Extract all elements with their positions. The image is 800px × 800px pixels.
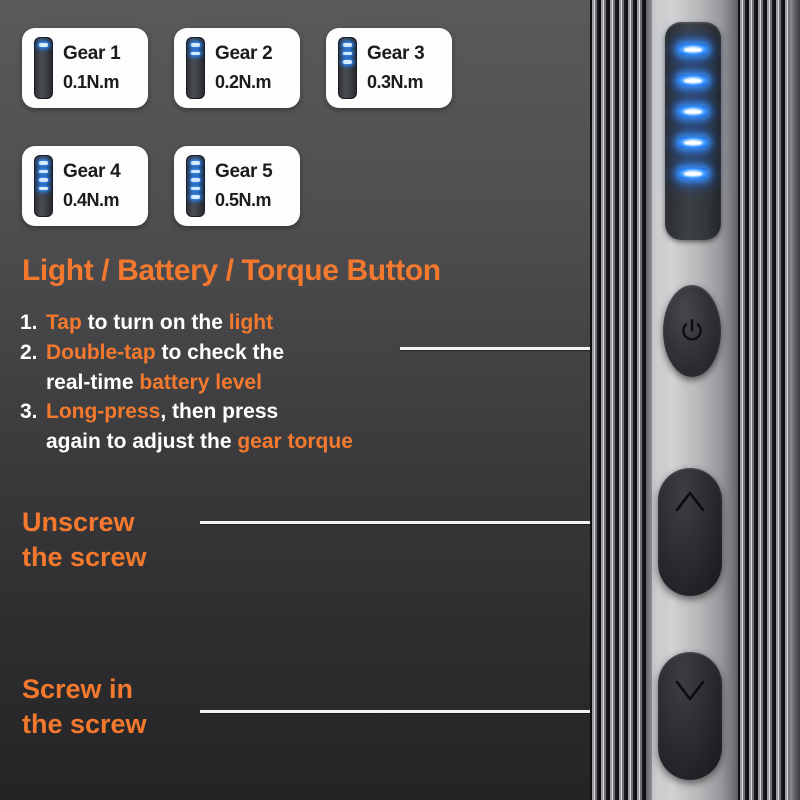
torque-indicator-icon [186, 37, 205, 99]
step-text: real-time [46, 370, 140, 394]
gear-card-led [39, 169, 48, 173]
device-ridges-right [738, 0, 790, 800]
battery-torque-led [678, 44, 708, 55]
callout-screw-in-line2: the screw [22, 708, 147, 739]
step-continuation: again to adjust the gear torque [20, 427, 440, 457]
gear-card-torque: 0.1N.m [63, 72, 120, 92]
gear-card-led [191, 195, 200, 199]
power-button[interactable] [663, 285, 721, 377]
gear-card-led [191, 43, 200, 47]
gear-card-name: Gear 5 [215, 161, 273, 182]
gear-card-led [191, 51, 200, 55]
step-keyword: battery level [139, 370, 262, 394]
gear-card: Gear 5 0.5N.m [174, 146, 300, 226]
device-right-edge [790, 0, 800, 800]
instruction-step: 2. Double-tap to check the [20, 338, 440, 368]
gear-card-led [39, 161, 48, 165]
step-number: 2. [20, 340, 38, 364]
step-keyword: gear torque [237, 430, 353, 454]
increase-button[interactable] [658, 468, 722, 596]
step-body: Double-tap to check the [46, 338, 440, 368]
step-keyword: light [228, 311, 274, 334]
battery-torque-led [678, 137, 708, 148]
step-text: again to adjust the [46, 430, 238, 454]
gear-card-texts: Gear 4 0.4N.m [63, 161, 121, 211]
battery-torque-led [678, 106, 708, 117]
gear-card-name: Gear 2 [215, 43, 273, 64]
leader-line-power-button [400, 347, 650, 350]
gear-cards-row-top: Gear 1 0.1N.m Gear 2 0.2N.m Gear 3 0.3N.m [22, 28, 452, 108]
callout-unscrew-line1: Unscrew [22, 507, 135, 537]
gear-card-led [39, 186, 48, 190]
battery-torque-led [678, 168, 708, 179]
gear-card-led [191, 186, 200, 190]
gear-card-name: Gear 1 [63, 43, 121, 64]
gear-card-name: Gear 3 [367, 43, 425, 64]
led-indicator-panel [665, 22, 721, 240]
device-ridges-left [590, 0, 650, 800]
gear-card-texts: Gear 5 0.5N.m [215, 161, 273, 211]
callout-screw-in-line1: Screw in [22, 674, 134, 704]
decrease-button[interactable] [658, 652, 722, 780]
step-number: 1. [20, 311, 38, 334]
gear-card-led [343, 60, 352, 64]
gear-card-led [191, 169, 200, 173]
gear-card-torque: 0.2N.m [215, 72, 272, 92]
gear-cards-row-bottom: Gear 4 0.4N.m Gear 5 0.5N.m [22, 146, 300, 226]
device-face-highlight [652, 0, 668, 800]
gear-card-texts: Gear 2 0.2N.m [215, 43, 273, 93]
torque-indicator-icon [338, 37, 357, 99]
gear-card-texts: Gear 1 0.1N.m [63, 43, 121, 93]
step-body: Long-press, then press [46, 397, 440, 427]
gear-card: Gear 2 0.2N.m [174, 28, 300, 108]
step-text: , then press [160, 400, 279, 424]
step-keyword: Long-press [46, 400, 161, 424]
step-keyword: Double-tap [46, 340, 156, 364]
instruction-step: 1. Tap to turn on the light [20, 308, 440, 338]
step-text: to check the [155, 340, 285, 364]
battery-torque-led [678, 75, 708, 86]
gear-card: Gear 1 0.1N.m [22, 28, 148, 108]
gear-card-led [39, 43, 48, 47]
gear-card-led [191, 178, 200, 182]
step-continuation: real-time battery level [20, 368, 440, 398]
step-text: to turn on the [81, 311, 229, 334]
instruction-step: 3. Long-press, then press [20, 397, 440, 427]
gear-card: Gear 4 0.4N.m [22, 146, 148, 226]
gear-card-led [191, 161, 200, 165]
chevron-up-icon [672, 488, 708, 514]
gear-card-torque: 0.4N.m [63, 190, 120, 210]
instruction-list: 1. Tap to turn on the light 2. Double-tap t… [20, 308, 440, 457]
gear-card-led [343, 43, 352, 47]
torque-indicator-icon [34, 37, 53, 99]
gear-card-led [39, 178, 48, 182]
gear-card-texts: Gear 3 0.3N.m [367, 43, 425, 93]
gear-card-torque: 0.5N.m [215, 190, 272, 210]
callout-screw-in: Screw in the screw [22, 672, 147, 741]
torque-indicator-icon [34, 155, 53, 217]
step-number: 3. [20, 400, 38, 424]
leader-line-screw-in [200, 710, 650, 713]
gear-card-led [343, 51, 352, 55]
gear-card: Gear 3 0.3N.m [326, 28, 452, 108]
leader-line-unscrew [200, 521, 650, 524]
chevron-down-icon [672, 678, 708, 704]
power-icon [677, 316, 707, 346]
step-body: Tap to turn on the light [46, 308, 440, 338]
callout-unscrew-line2: the screw [22, 541, 147, 572]
callout-unscrew: Unscrew the screw [22, 505, 147, 574]
torque-indicator-icon [186, 155, 205, 217]
gear-card-name: Gear 4 [63, 161, 121, 182]
step-keyword: Tap [46, 311, 82, 334]
gear-card-torque: 0.3N.m [367, 72, 424, 92]
page-title: Light / Battery / Torque Button [22, 254, 441, 287]
